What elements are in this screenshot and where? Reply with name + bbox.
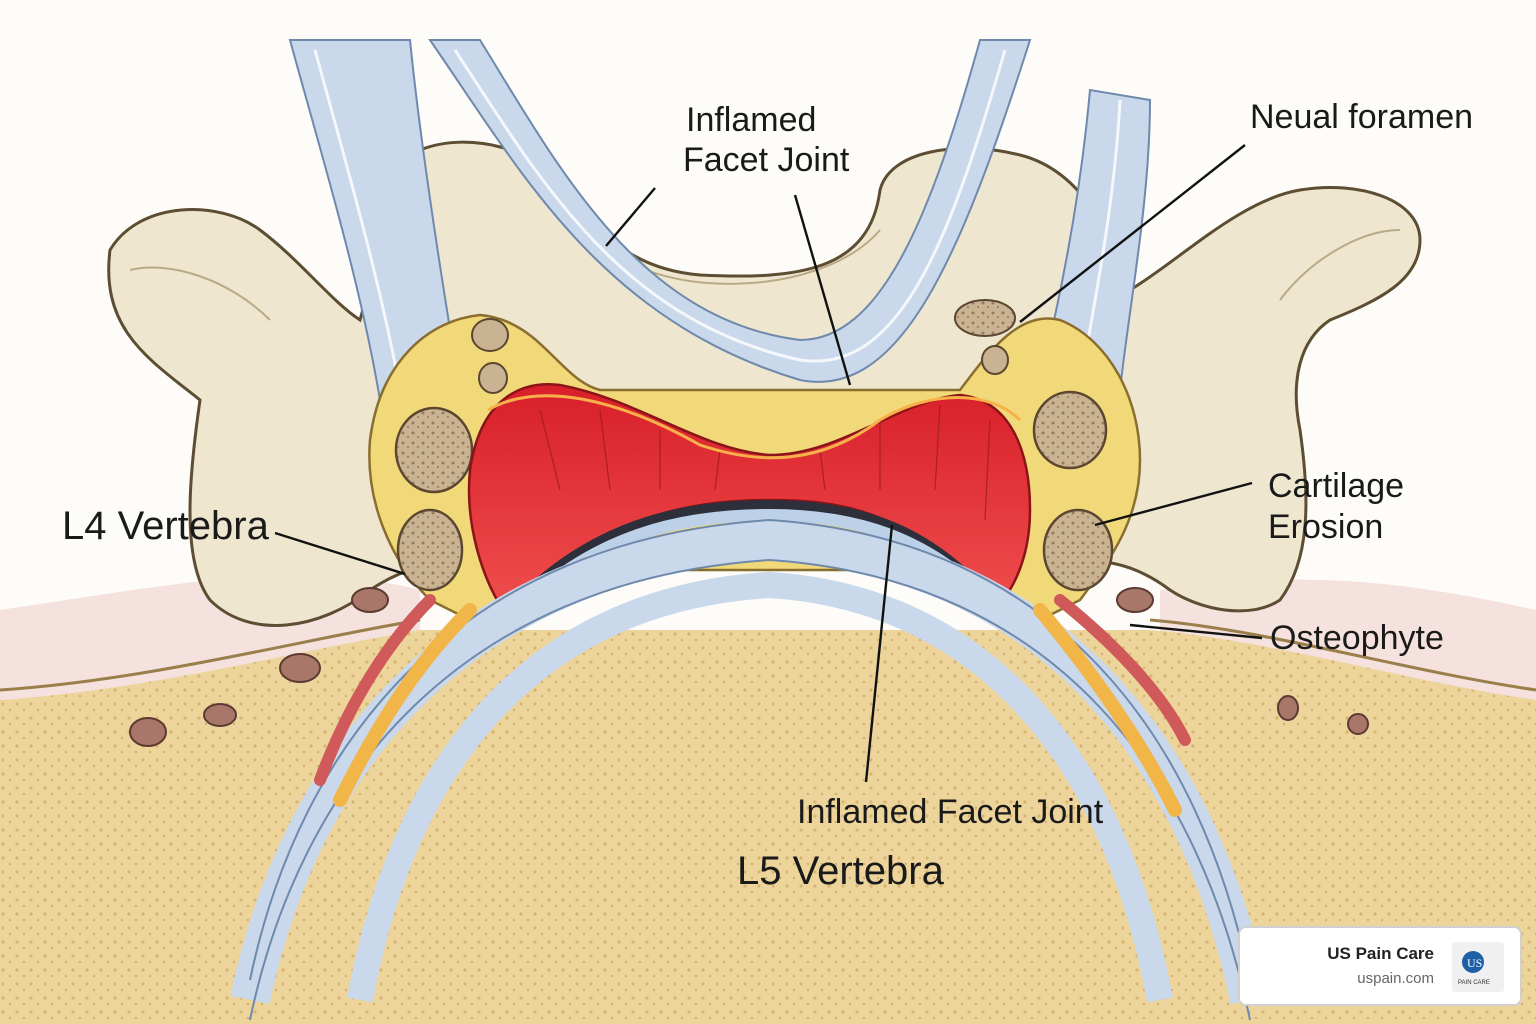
- yellow-strand-left: [333, 603, 477, 807]
- logo-text: PAIN CARE: [1458, 980, 1490, 986]
- spur-2: [1116, 587, 1154, 613]
- brand-url[interactable]: uspain.com: [1357, 970, 1434, 987]
- spur-7: [279, 653, 321, 683]
- yellow-strand-right: [1033, 603, 1182, 817]
- brand-name: US Pain Care: [1327, 944, 1434, 963]
- joint-space: [516, 499, 994, 604]
- label-neural-foramen: Neual foramen: [1250, 98, 1473, 136]
- label-osteophyte: Osteophyte: [1270, 619, 1444, 657]
- spur-4: [203, 703, 237, 727]
- leader-inflamed-top-1: [605, 187, 656, 247]
- nerve-arch-outer: [230, 519, 1270, 1005]
- nerve-arch-inner: [347, 571, 1173, 1003]
- us-logo-icon: US PAIN CARE: [1458, 951, 1490, 986]
- spur-1: [351, 587, 389, 613]
- osteophyte-lump-7: [478, 362, 508, 394]
- label-inflamed-facet-joint-top-line2: Facet Joint: [683, 141, 850, 179]
- spur-3: [129, 717, 167, 747]
- brand-card[interactable]: US Pain Care uspain.com US PAIN CARE: [1238, 926, 1522, 1006]
- leader-inflamed-top-2: [793, 194, 852, 386]
- spur-6: [1347, 713, 1369, 735]
- blood-vessel-left: [314, 594, 436, 786]
- leader-neural-foramen: [1019, 144, 1246, 323]
- nerve-root-center: [428, 39, 1032, 383]
- label-inflamed-facet-joint-bottom: Inflamed Facet Joint: [797, 793, 1104, 831]
- label-l4-vertebra: L4 Vertebra: [62, 504, 270, 548]
- blood-vessel-right: [1054, 594, 1191, 746]
- osteophyte-lump-8: [981, 345, 1009, 375]
- leader-osteophyte: [1129, 623, 1263, 640]
- leader-inflamed-bottom: [864, 524, 894, 783]
- svg-text:US: US: [1467, 956, 1482, 970]
- leader-cartilage-erosion: [1094, 481, 1253, 527]
- label-l5-vertebra: L5 Vertebra: [737, 849, 945, 893]
- label-cartilage-erosion-line2: Erosion: [1268, 508, 1383, 546]
- spur-5: [1277, 695, 1299, 721]
- label-cartilage-erosion-line1: Cartilage: [1268, 467, 1404, 505]
- brand-logo: US PAIN CARE: [1452, 942, 1504, 992]
- leader-l4: [274, 531, 406, 576]
- osteophyte-lump-6: [471, 318, 509, 352]
- label-inflamed-facet-joint-top-line1: Inflamed: [686, 101, 816, 139]
